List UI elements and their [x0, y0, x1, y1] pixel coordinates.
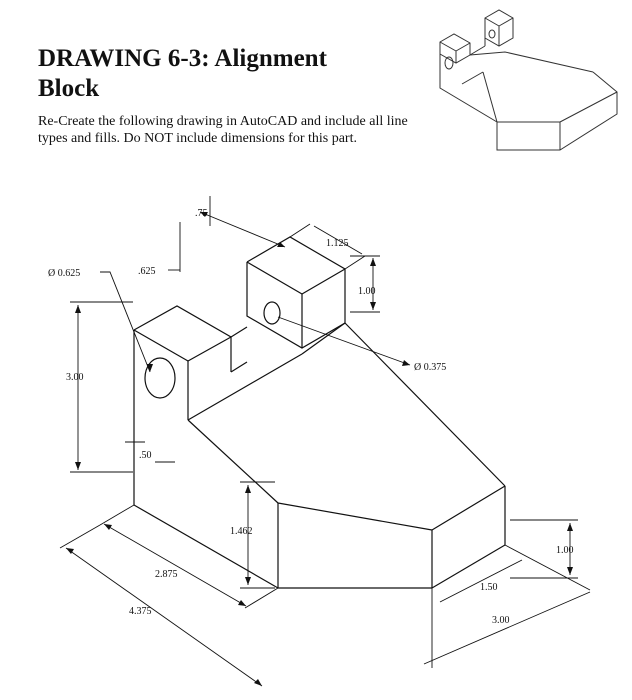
dim-label-hole-0625: Ø 0.625 [48, 268, 80, 279]
dim-label-150: 1.50 [480, 582, 498, 593]
instructions-text: Re-Create the following drawing in AutoC… [38, 114, 408, 146]
large-hole [144, 357, 176, 399]
dim-label-075: .75 [195, 208, 208, 219]
dim-label-0625: .625 [138, 266, 156, 277]
dim-label-300-width: 3.00 [492, 615, 510, 626]
title-line-2: Block [38, 75, 100, 102]
dim-label-100-right: 1.00 [556, 545, 574, 556]
dim-label-050: .50 [139, 450, 152, 461]
dimension-labels: .75 .625 1.125 1.00 Ø 0.625 Ø 0.375 3.00… [48, 208, 574, 626]
dim-label-4375: 4.375 [129, 606, 152, 617]
dim-label-1125: 1.125 [326, 238, 349, 249]
dim-label-hole-0375: Ø 0.375 [414, 362, 446, 373]
drawing-title: DRAWING 6-3: Alignment Block [38, 44, 418, 104]
dimension-lines [59, 196, 591, 687]
title-line-1: DRAWING 6-3: Alignment [38, 45, 327, 72]
dim-label-2875: 2.875 [155, 569, 178, 580]
dim-label-300-height: 3.00 [66, 372, 84, 383]
small-hole [263, 301, 281, 325]
arrowheads [66, 212, 573, 686]
dim-label-1462: 1.462 [230, 526, 253, 537]
dim-label-100-top: 1.00 [358, 286, 376, 297]
part-outline [133, 236, 506, 589]
